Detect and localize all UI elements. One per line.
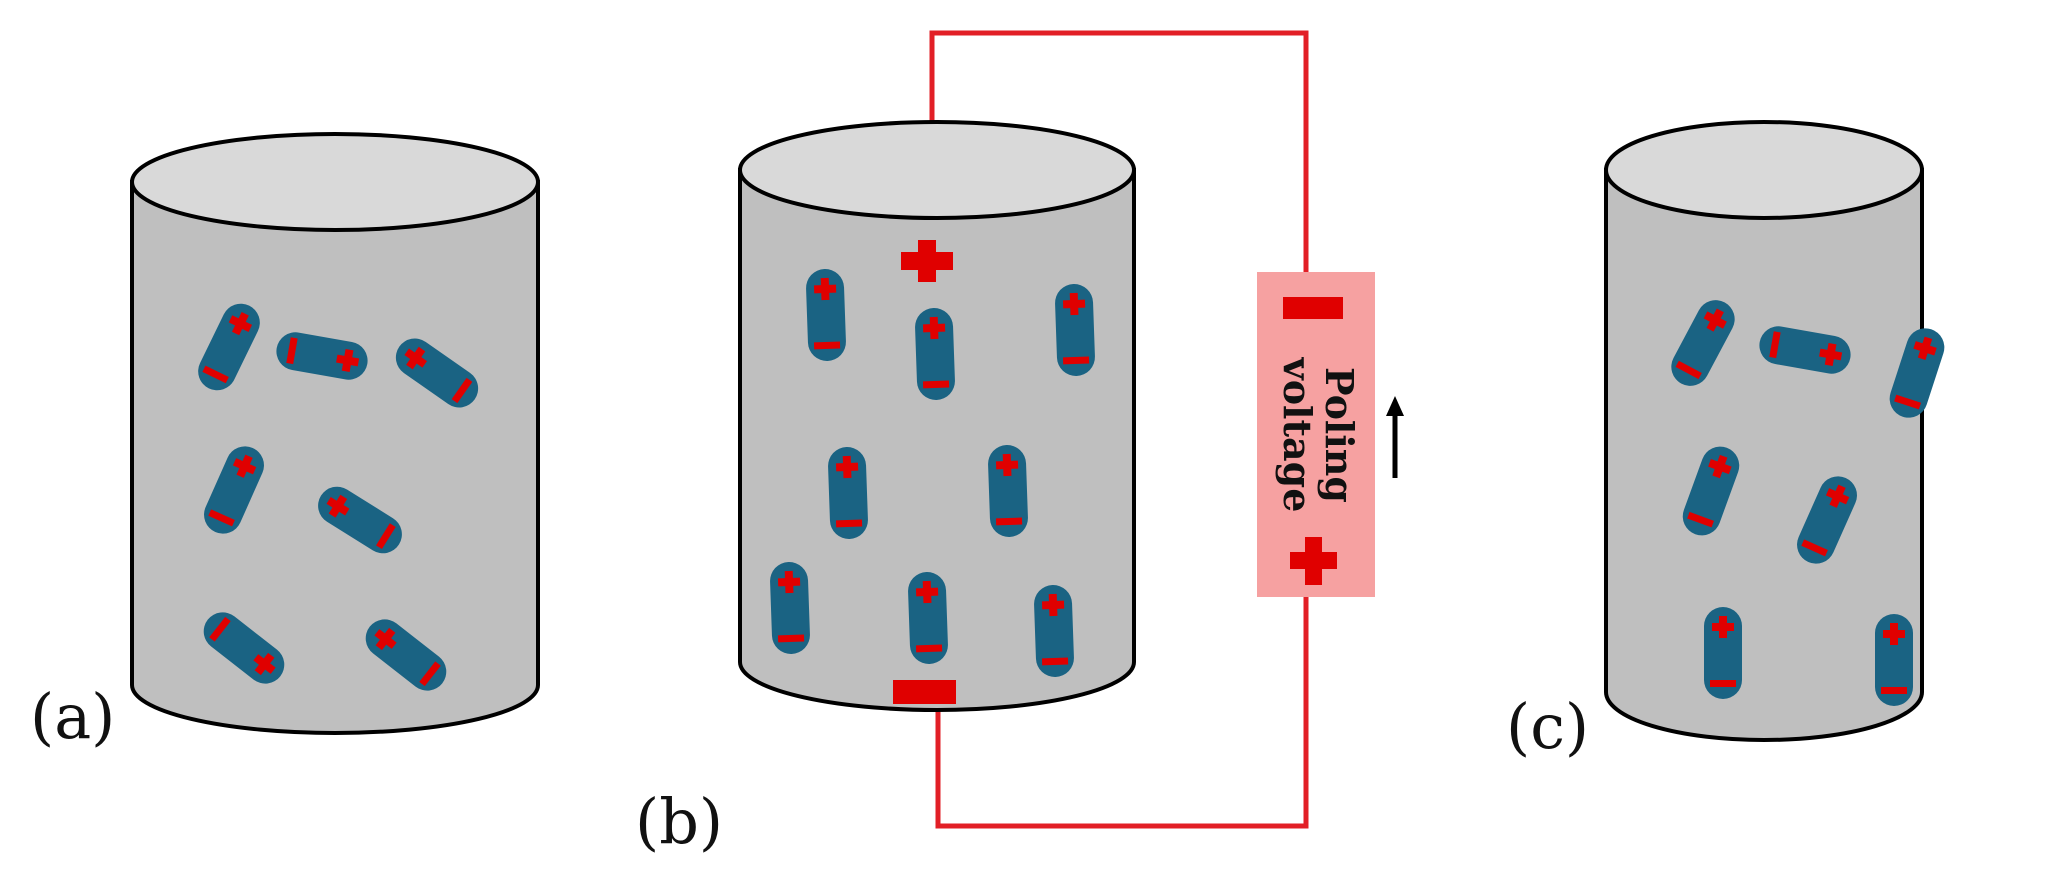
- panel-b: Poling voltage (b): [635, 30, 1404, 858]
- dipole: [198, 303, 260, 391]
- panel-label-c: (c): [1506, 690, 1589, 763]
- dipole: [1875, 614, 1913, 706]
- dipole-group-a: [198, 303, 479, 691]
- dipole: [908, 572, 948, 664]
- source-minus-sign: [1283, 297, 1343, 319]
- dipole: [806, 269, 846, 361]
- dipole: [1055, 284, 1095, 376]
- dipole: [1759, 326, 1851, 374]
- source-label-line1: Poling: [1317, 367, 1362, 503]
- dipole: [395, 338, 479, 408]
- source-label-line2: voltage: [1275, 357, 1320, 513]
- dipole: [276, 332, 368, 380]
- panel-label-a: (a): [30, 680, 115, 753]
- panel-c: (c): [1506, 120, 1945, 763]
- poling-voltage-source: Poling voltage: [1257, 272, 1375, 597]
- dipole: [1889, 328, 1945, 418]
- dipole-group-c: [1671, 300, 1945, 706]
- panel-label-b: (b): [635, 785, 723, 858]
- dipole: [1797, 476, 1857, 564]
- dipole-group-b: [770, 269, 1095, 677]
- cylinder-top-b: [738, 120, 1136, 220]
- source-plus-sign: [1290, 537, 1337, 585]
- dipole: [988, 445, 1028, 537]
- wire-bottom: [935, 597, 1309, 829]
- dipole: [1671, 300, 1735, 386]
- dipole: [365, 619, 447, 691]
- dipole: [770, 562, 810, 654]
- field-direction-arrow-icon: [1386, 396, 1404, 478]
- dipole: [1682, 446, 1740, 536]
- cylinder-top-a: [130, 132, 540, 232]
- cylinder-body-c: [1604, 168, 1924, 742]
- dipole: [915, 308, 955, 400]
- panel-a: (a): [30, 132, 540, 753]
- electrode-plus-sign: [901, 240, 953, 282]
- electrode-minus-sign: [893, 680, 956, 704]
- dipole: [828, 447, 868, 539]
- cylinder-top-c: [1604, 120, 1924, 220]
- cylinder-body-a: [130, 180, 540, 735]
- dipole: [1034, 585, 1074, 677]
- wire-top: [929, 30, 1309, 272]
- dipole: [1704, 607, 1742, 699]
- dipole: [318, 486, 402, 554]
- dipole: [204, 446, 264, 534]
- dipole: [203, 612, 285, 684]
